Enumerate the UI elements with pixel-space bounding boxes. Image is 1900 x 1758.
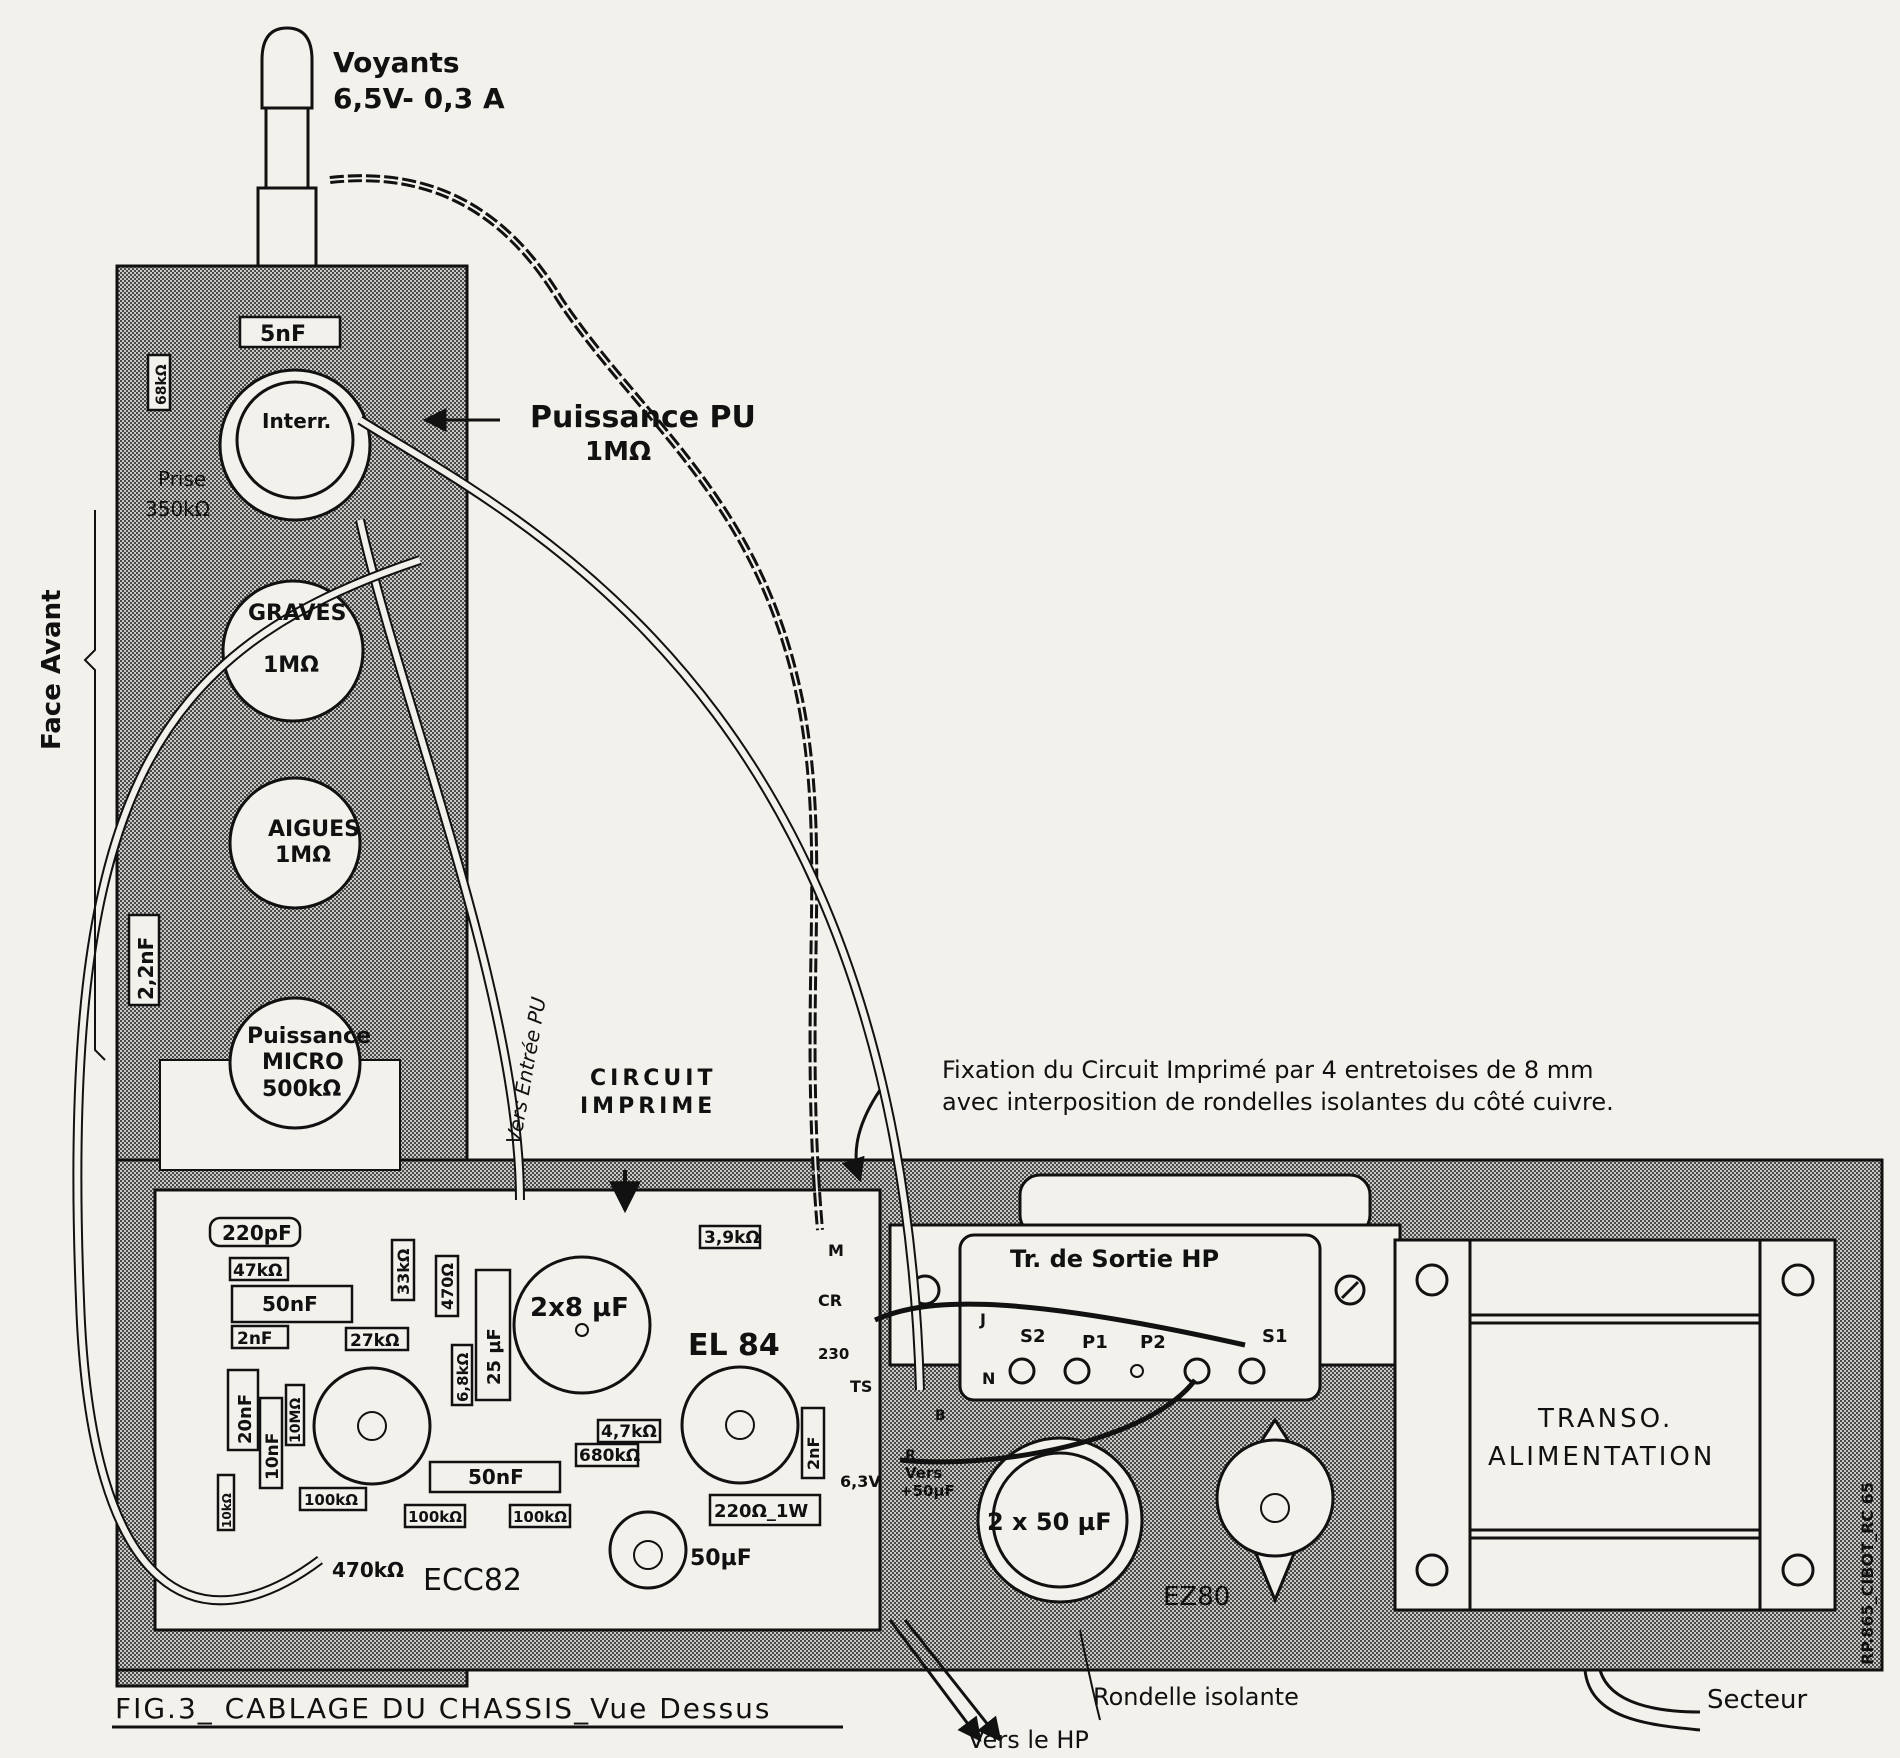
c-25uf-label: 25 µF [484, 1328, 505, 1385]
terminal-cr: CR [818, 1291, 842, 1310]
r-470k-label: 470kΩ [332, 1558, 404, 1582]
vers-50uf-label: Vers [905, 1464, 942, 1482]
capacitor-2x50uf[interactable] [976, 1436, 1144, 1604]
transo-label-2: ALIMENTATION [1488, 1442, 1715, 1472]
pot-graves[interactable] [221, 579, 365, 723]
r-68k-label: 68kΩ [154, 364, 170, 405]
c-5nf-label: 5nF [260, 322, 306, 347]
r-220-1w-label: 220Ω_1W [714, 1501, 808, 1522]
c-50nf-b-label: 50nF [468, 1465, 524, 1489]
interr-label: Interr. [262, 409, 331, 433]
r-10k-label: 10kΩ [220, 1493, 234, 1528]
circuit-imprime-label-2: IMPRIME [580, 1094, 716, 1119]
wire-n: N [982, 1369, 995, 1388]
indicator-lamp-icon [256, 26, 318, 268]
r-47k-label: 47kΩ [233, 1261, 282, 1281]
aigues-value: 1MΩ [275, 843, 331, 868]
rondelle-label: Rondelle isolante [1093, 1683, 1299, 1711]
c-2nf-b-label: 2nF [804, 1437, 823, 1470]
reference-label: RP.865_CIBOT_RC 65 [1858, 1482, 1877, 1665]
r-3-9k-label: 3,9kΩ [704, 1228, 760, 1248]
pot-puissance-micro[interactable] [228, 996, 362, 1130]
r-100k-a-label: 100kΩ [304, 1491, 358, 1509]
terminal-s1: S1 [1262, 1326, 1288, 1347]
fixation-note-1: Fixation du Circuit Imprimé par 4 entret… [942, 1056, 1593, 1084]
c-20nf-label: 20nF [235, 1394, 256, 1444]
secteur-label: Secteur [1707, 1685, 1807, 1715]
vers-50uf-value: +50µF [900, 1482, 955, 1500]
pcb-components [127, 315, 826, 1532]
c-2-2nf-label: 2,2nF [134, 937, 158, 1000]
r-10m-label: 10MΩ [288, 1398, 304, 1443]
c-2x8uf-label: 2x8 µF [530, 1293, 629, 1323]
screw-icon [1415, 1553, 1449, 1587]
capacitor-2x8uf[interactable] [512, 1255, 652, 1395]
face-avant-bracket [83, 510, 106, 1061]
capacitor-50uf[interactable] [608, 1510, 688, 1590]
r-100k-c-label: 100kΩ [513, 1508, 567, 1526]
text-labels: Voyants 6,5V- 0,3 A Face Avant Puissance… [37, 46, 1877, 1754]
terminal-230: 230 [818, 1345, 849, 1363]
prise-label: Prise [158, 467, 206, 491]
wire-b: B [935, 1408, 946, 1424]
ez80-label: EZ80 [1163, 1582, 1230, 1612]
lamp-label: Voyants [333, 46, 460, 79]
puissance-micro-value: 500kΩ [262, 1077, 342, 1102]
terminal-6-3v: 6,3V [840, 1472, 881, 1491]
c-50nf-a-label: 50nF [262, 1292, 318, 1316]
wire-r: R [905, 1448, 916, 1464]
puissance-micro-mid: MICRO [262, 1050, 344, 1075]
terminal-m: M [828, 1241, 844, 1260]
c-50uf-label: 50µF [690, 1546, 752, 1571]
pot-aigues[interactable] [228, 776, 362, 910]
transformer-terminals [1008, 1357, 1266, 1385]
vers-le-hp-label: Vers le HP [968, 1726, 1089, 1754]
face-avant-label: Face Avant [37, 589, 67, 750]
power-transformer[interactable] [1393, 1238, 1837, 1612]
r-100k-b-label: 100kΩ [408, 1508, 462, 1526]
screw-icon [1781, 1263, 1815, 1297]
wire-j: J [979, 1310, 986, 1329]
terminal-p1: P1 [1082, 1332, 1108, 1353]
graves-label: GRAVES [248, 601, 346, 626]
c-10nf-label: 10nF [263, 1433, 283, 1480]
circuit-imprime-label: CIRCUIT [590, 1066, 716, 1091]
r-4-7k-label: 4,7kΩ [601, 1422, 657, 1442]
puissance-pu-value: 1MΩ [585, 437, 651, 467]
el84-label: EL 84 [688, 1328, 780, 1363]
prise-value: 350kΩ [145, 497, 210, 521]
fixation-note-2: avec interposition de rondelles isolante… [942, 1088, 1614, 1116]
aigues-label: AIGUES [268, 817, 360, 842]
terminal-p2: P2 [1140, 1332, 1166, 1353]
puissance-micro-label: Puissance [247, 1024, 371, 1049]
ecc82-label: ECC82 [423, 1563, 522, 1598]
r-33k-label: 33kΩ [394, 1248, 413, 1295]
tr-sortie-label: Tr. de Sortie HP [1010, 1245, 1219, 1273]
screw-icon [1781, 1553, 1815, 1587]
transo-label: TRANSO. [1537, 1404, 1673, 1434]
terminal-s2: S2 [1020, 1326, 1046, 1347]
c-2nf-a-label: 2nF [237, 1329, 273, 1349]
r-470-label: 470Ω [438, 1263, 457, 1310]
wires [72, 174, 1701, 1742]
figure-caption: FIG.3_ CABLAGE DU CHASSIS_Vue Dessus [115, 1692, 772, 1725]
r-27k-label: 27kΩ [350, 1331, 399, 1351]
r-680k-label: 680kΩ [579, 1446, 640, 1466]
c-220pf-label: 220pF [222, 1221, 292, 1245]
c-2x50uf-label: 2 x 50 µF [987, 1508, 1112, 1536]
tube-socket-el84[interactable] [680, 1365, 800, 1485]
tube-socket-ez80[interactable] [1215, 1417, 1335, 1604]
output-transformer[interactable] [888, 1173, 1402, 1402]
pot-interr[interactable] [218, 368, 372, 522]
screw-icon [1415, 1263, 1449, 1297]
r-6-8k-label: 6,8kΩ [454, 1352, 472, 1402]
puissance-pu-label: Puissance PU [530, 400, 756, 435]
graves-value: 1MΩ [263, 653, 319, 678]
tube-socket-ecc82[interactable] [312, 1366, 432, 1486]
terminal-ts: TS [850, 1377, 872, 1396]
lamp-spec: 6,5V- 0,3 A [333, 82, 505, 115]
